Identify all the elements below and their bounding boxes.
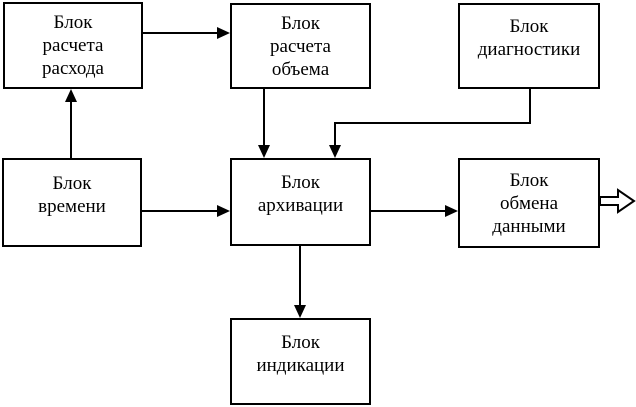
node-flow-calc-label: Блок расчета расхода (42, 12, 104, 79)
node-time: Блок времени (2, 158, 142, 247)
node-archiving-label: Блок архивации (257, 172, 344, 216)
edge-diagnostics-archiving (329, 89, 531, 158)
node-data-exchange-label: Блок обмена данными (492, 169, 566, 237)
external-output-arrow (599, 188, 636, 214)
node-indication: Блок индикации (230, 318, 371, 405)
edge-archiving-dataexchange (371, 205, 458, 217)
node-volume-calc-label: Блок расчета объема (270, 12, 331, 80)
node-diagnostics: Блок диагностики (458, 3, 600, 89)
node-data-exchange: Блок обмена данными (458, 158, 600, 248)
node-indication-label: Блок индикации (256, 331, 345, 376)
edge-time-flowcalc (65, 89, 77, 158)
edge-flowcalc-volumecalc (143, 27, 230, 39)
edge-archiving-indication (294, 246, 306, 318)
node-volume-calc: Блок расчета объема (230, 3, 371, 89)
node-flow-calc: Блок расчета расхода (3, 2, 143, 89)
node-archiving: Блок архивации (230, 158, 371, 246)
edge-time-archiving (142, 205, 230, 217)
node-diagnostics-label: Блок диагностики (477, 16, 581, 60)
edge-volumecalc-archiving (258, 89, 270, 158)
node-time-label: Блок времени (38, 172, 106, 217)
